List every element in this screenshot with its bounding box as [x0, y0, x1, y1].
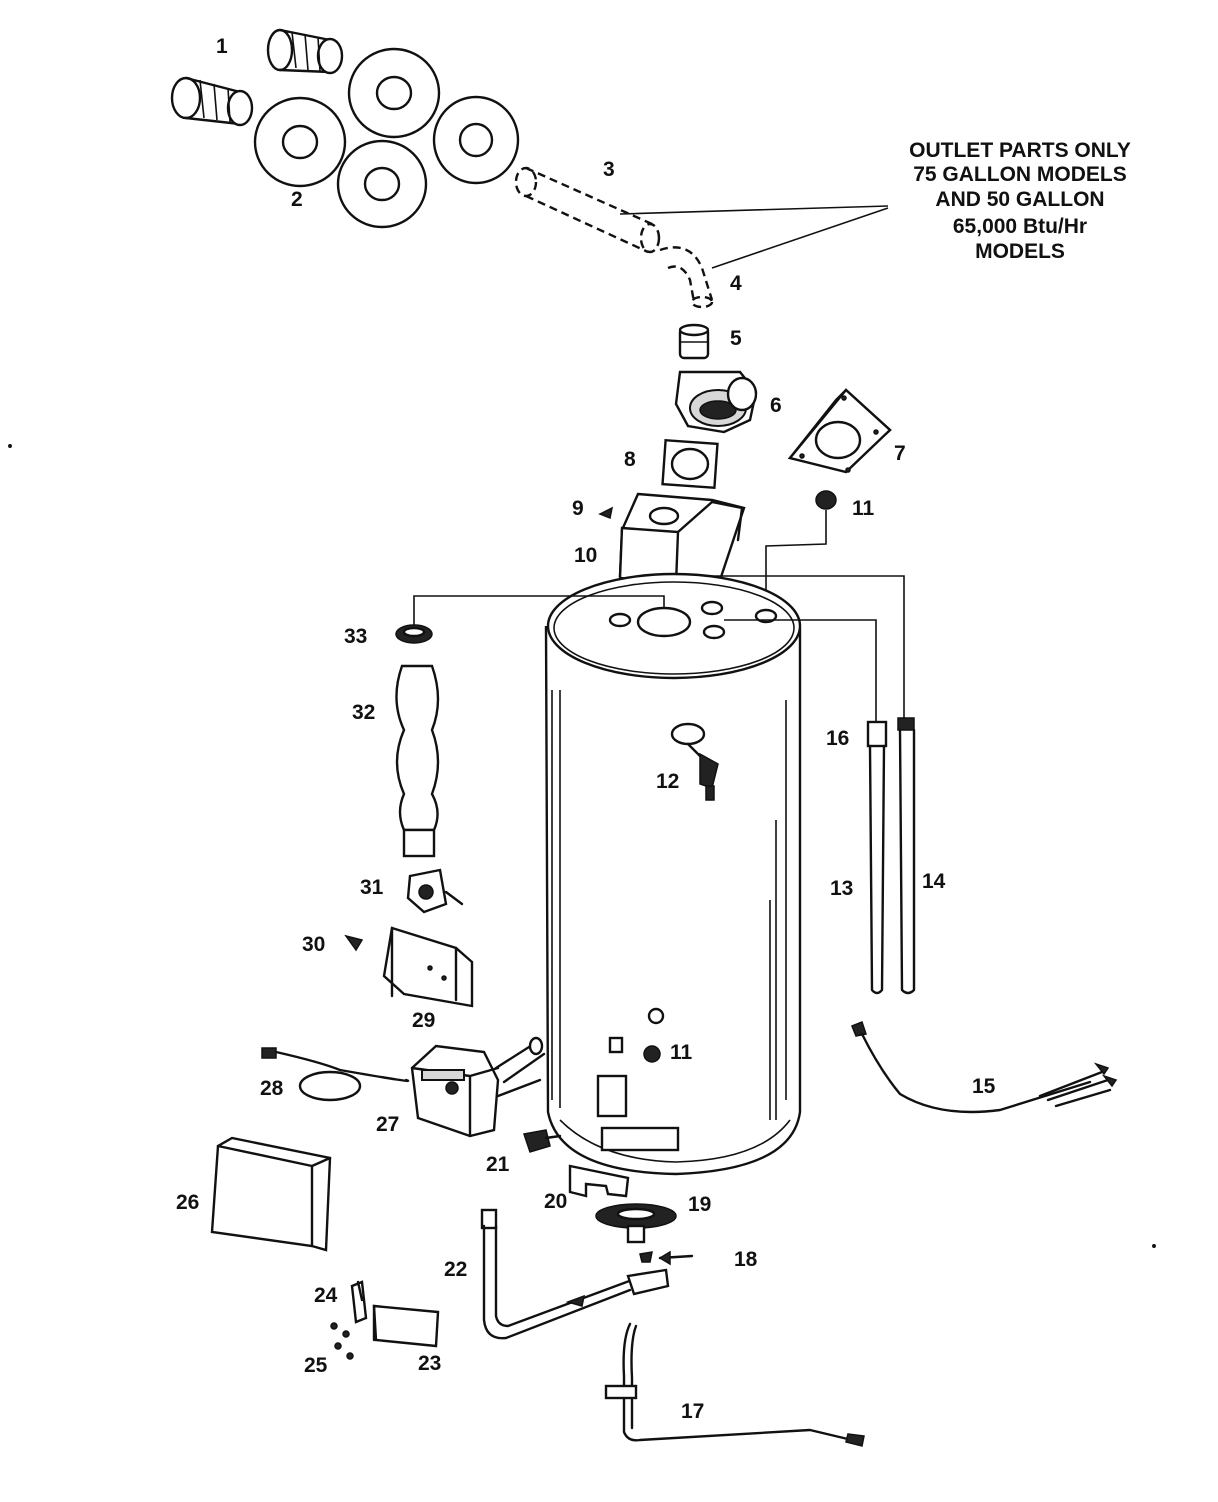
label-part-1: 1	[216, 35, 228, 58]
label-part-19: 19	[688, 1193, 711, 1216]
label-part-27: 27	[376, 1113, 399, 1136]
label-part-9: 9	[572, 497, 584, 520]
note-leader-lines	[619, 205, 889, 269]
label-part-26: 26	[176, 1191, 199, 1214]
part-5-adapter	[678, 323, 710, 360]
label-part-15: 15	[972, 1075, 996, 1098]
part-30-screw	[344, 934, 364, 952]
part-7-mounting-plate	[787, 388, 892, 474]
label-part-11-top: 11	[852, 497, 875, 520]
label-part-22: 22	[444, 1258, 467, 1281]
note-line-2: 75 GALLON MODELS	[913, 163, 1127, 186]
note-line-4: 65,000 Btu/Hr	[953, 215, 1087, 238]
label-part-13: 13	[830, 877, 853, 900]
label-part-31: 31	[360, 876, 384, 899]
label-part-21: 21	[486, 1153, 510, 1176]
part-8-gasket	[661, 438, 719, 490]
label-part-23: 23	[418, 1352, 441, 1375]
note-line-1: OUTLET PARTS ONLY	[909, 139, 1131, 162]
part-32-flue-baffle	[395, 664, 440, 858]
label-part-17: 17	[681, 1400, 704, 1423]
part-15-wire-lead	[851, 1021, 1118, 1114]
label-part-8: 8	[624, 448, 636, 471]
scan-specks	[8, 444, 1156, 1248]
label-part-16: 16	[826, 727, 849, 750]
label-part-29: 29	[412, 1009, 435, 1032]
part-6-blower	[674, 370, 758, 434]
label-part-28: 28	[260, 1077, 284, 1100]
part-9-screw	[598, 506, 614, 520]
part-23-door	[372, 1304, 440, 1348]
part-2-gaskets	[253, 47, 520, 229]
part-31-sensor	[406, 868, 464, 914]
label-part-30: 30	[302, 933, 325, 956]
label-part-32: 32	[352, 701, 375, 724]
label-part-6: 6	[770, 394, 782, 417]
label-part-7: 7	[894, 442, 906, 465]
outlet-parts-note: OUTLET PARTS ONLY 75 GALLON MODELS AND 5…	[909, 139, 1131, 263]
part-13-anode-rod	[868, 744, 886, 995]
label-part-18: 18	[734, 1248, 758, 1271]
label-part-25: 25	[304, 1354, 328, 1377]
part-16-nipple	[866, 720, 888, 748]
label-part-20: 20	[544, 1190, 567, 1213]
part-28-wire-harness	[261, 1047, 410, 1102]
label-part-24: 24	[314, 1284, 338, 1307]
note-line-3: AND 50 GALLON	[935, 188, 1104, 211]
label-part-33: 33	[344, 625, 367, 648]
part-10-draft-hood	[618, 492, 746, 586]
part-21-drain-valve	[523, 1129, 562, 1153]
label-part-2: 2	[291, 188, 303, 211]
tank-leader-lines	[413, 575, 905, 722]
part-29-bracket	[382, 926, 474, 1008]
label-part-12: 12	[656, 770, 679, 793]
label-part-10: 10	[574, 544, 597, 567]
part-27-gas-valve	[410, 1036, 546, 1138]
label-part-3: 3	[603, 158, 615, 181]
part-25-screws	[330, 1322, 354, 1360]
note-line-5: MODELS	[975, 240, 1065, 263]
part-12-relief-valve	[686, 742, 719, 801]
part-33-ring	[395, 624, 433, 644]
label-part-14: 14	[922, 870, 946, 893]
part-20-bracket	[568, 1164, 630, 1198]
label-part-5: 5	[730, 327, 742, 350]
part-24-screw-clip	[350, 1280, 368, 1324]
part-19-burner	[595, 1203, 677, 1244]
part-number-labels: 1 2 3 4 5 6 7 8 9 10 11 11 12 13 14 15 1…	[176, 35, 996, 1423]
part-11-top-anode-cap	[765, 490, 837, 600]
part-3-outlet-pipe	[514, 166, 661, 254]
part-17-pilot-assembly	[604, 1322, 865, 1447]
water-heater-tank	[544, 572, 802, 1176]
part-22-manifold	[480, 1208, 670, 1340]
part-4-outlet-elbow	[659, 246, 714, 309]
part-1-vent-coupling	[170, 28, 344, 127]
part-26-cover	[210, 1136, 332, 1252]
part-18-orifice	[639, 1250, 694, 1266]
label-part-4: 4	[730, 272, 742, 295]
label-part-11-bottom: 11	[670, 1041, 693, 1064]
part-14-dip-tube	[897, 717, 916, 995]
